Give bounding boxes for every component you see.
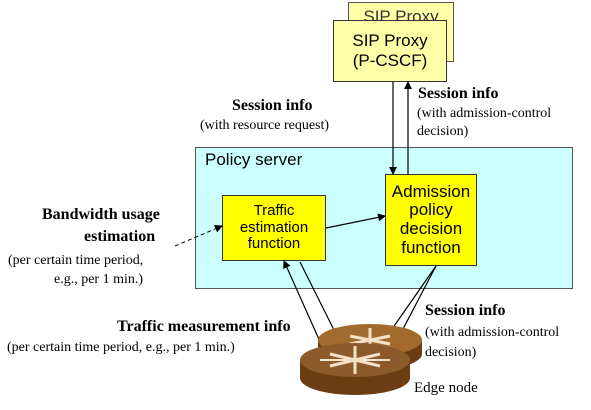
traffic-estimation-line3: function (247, 235, 301, 253)
admission-policy-line4: function (401, 237, 461, 257)
session-info-right-subtitle-1: (with admission-control (417, 106, 552, 121)
admission-policy-box: Admission policy decision function (385, 174, 477, 266)
arrow-estimation-to-admission (325, 213, 386, 229)
session-info-left-title: Session info (232, 97, 313, 114)
session-info-bottom-subtitle-1: (with admission-control (425, 325, 560, 340)
admission-policy-line2: policy (409, 200, 453, 220)
traffic-estimation-box: Traffic estimation function (222, 195, 326, 261)
traffic-estimation-line1: Traffic (253, 202, 295, 220)
sip-proxy-box: SIP Proxy (P-CSCF) (333, 20, 447, 82)
session-info-right-title: Session info (418, 85, 499, 102)
bandwidth-sub-1: (per certain time period, (8, 253, 144, 268)
admission-policy-line3: decision (399, 219, 463, 238)
traffic-measurement-subtitle: (per certain time period, e.g., per 1 mi… (7, 340, 235, 355)
session-info-bottom-subtitle-2: decision) (425, 345, 477, 360)
edge-router-front (300, 343, 410, 395)
session-info-left-subtitle: (with resource request) (200, 118, 330, 133)
session-info-bottom-title: Session info (425, 302, 506, 319)
bandwidth-title-1: Bandwidth usage (42, 206, 160, 223)
session-info-right-subtitle-2: decision) (417, 124, 469, 139)
traffic-estimation-line2: estimation (239, 218, 309, 236)
edge-node-label: Edge node (414, 380, 478, 396)
bandwidth-sub-2: e.g., per 1 min.) (54, 272, 144, 287)
admission-policy-line1: Admission (391, 181, 471, 201)
traffic-measurement-title: Traffic measurement info (117, 318, 291, 335)
arrow-bandwidth-dashed (174, 225, 223, 247)
policy-server-title: Policy server (205, 150, 303, 169)
bandwidth-title-2: estimation (84, 228, 156, 245)
sip-proxy-line2: (P-CSCF) (352, 51, 428, 70)
sip-proxy-line1: SIP Proxy (352, 30, 428, 50)
